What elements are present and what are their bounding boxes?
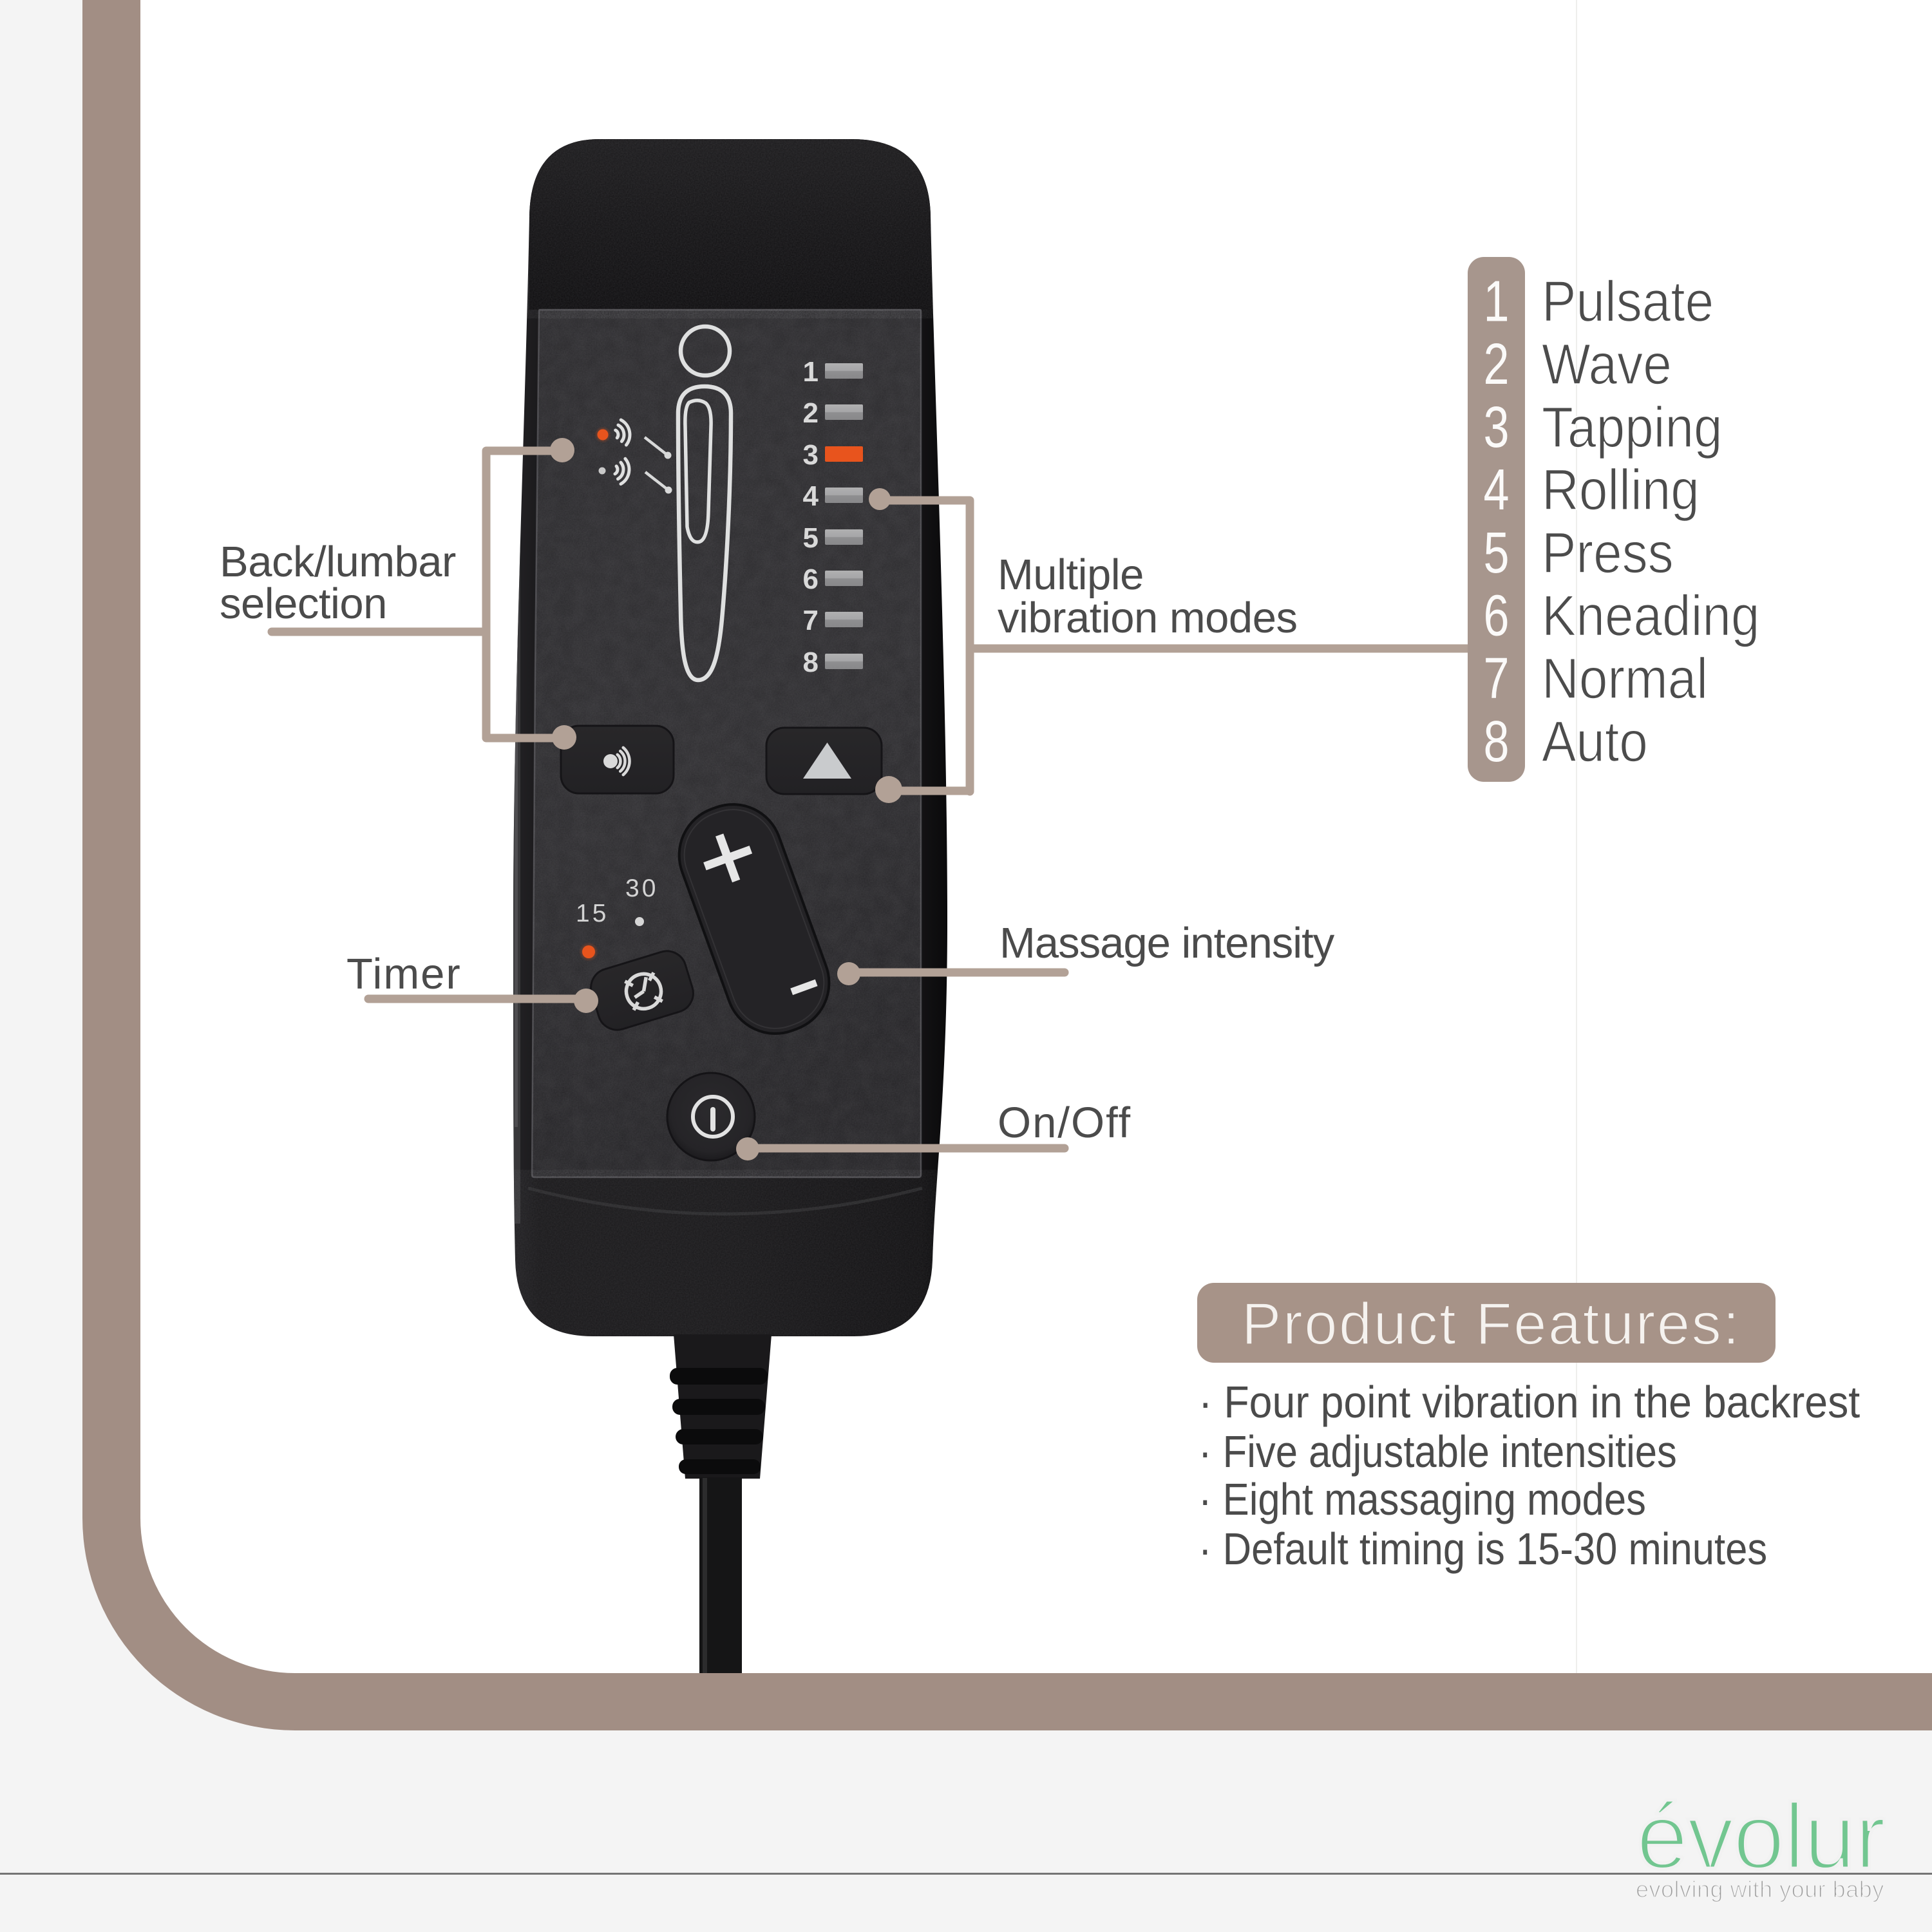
svg-text:Timer: Timer (346, 950, 462, 998)
svg-text:4: 4 (803, 480, 819, 512)
svg-text:1: 1 (803, 356, 819, 388)
svg-text:Press: Press (1542, 520, 1674, 585)
svg-text:8: 8 (803, 647, 819, 678)
svg-text:3: 3 (1483, 395, 1509, 459)
svg-text:· Default timing is 15-30 minu: · Default timing is 15-30 minutes (1198, 1523, 1767, 1574)
svg-text:évolur: évolur (1636, 1785, 1885, 1888)
svg-text:8: 8 (1483, 709, 1509, 773)
svg-text:1: 1 (1483, 269, 1509, 334)
svg-text:Normal: Normal (1542, 646, 1708, 710)
svg-text:6: 6 (1483, 583, 1509, 648)
svg-text:6: 6 (803, 564, 819, 595)
svg-text:15: 15 (576, 900, 609, 927)
svg-text:3: 3 (803, 439, 819, 471)
svg-text:· Five adjustable intensities: · Five adjustable intensities (1198, 1426, 1677, 1477)
svg-text:7: 7 (1483, 646, 1509, 710)
svg-text:Wave: Wave (1542, 332, 1672, 396)
svg-text:Back/lumbar: Back/lumbar (220, 538, 456, 586)
svg-text:5: 5 (1483, 520, 1509, 585)
svg-text:Massage intensity: Massage intensity (999, 919, 1335, 967)
svg-text:4: 4 (1483, 457, 1509, 522)
svg-text:5: 5 (803, 522, 819, 554)
svg-text:Tapping: Tapping (1542, 395, 1723, 459)
svg-text:· Four point vibration in the: · Four point vibration in the backrest (1198, 1378, 1860, 1428)
svg-text:vibration modes: vibration modes (998, 594, 1297, 642)
svg-text:selection: selection (220, 580, 387, 628)
svg-text:Product Features:: Product Features: (1242, 1291, 1741, 1357)
svg-text:7: 7 (803, 605, 819, 636)
svg-text:2: 2 (1483, 332, 1509, 396)
svg-text:Rolling: Rolling (1542, 457, 1700, 522)
svg-text:Multiple: Multiple (998, 551, 1144, 599)
svg-text:On/Off: On/Off (998, 1099, 1132, 1147)
svg-text:· Eight massaging modes: · Eight massaging modes (1198, 1473, 1646, 1524)
svg-text:Pulsate: Pulsate (1542, 269, 1714, 334)
svg-text:Auto: Auto (1542, 709, 1648, 773)
svg-text:Kneading: Kneading (1542, 583, 1759, 648)
svg-text:2: 2 (803, 397, 819, 429)
svg-text:30: 30 (625, 875, 658, 902)
svg-text:evolving with your baby: evolving with your baby (1636, 1876, 1884, 1902)
